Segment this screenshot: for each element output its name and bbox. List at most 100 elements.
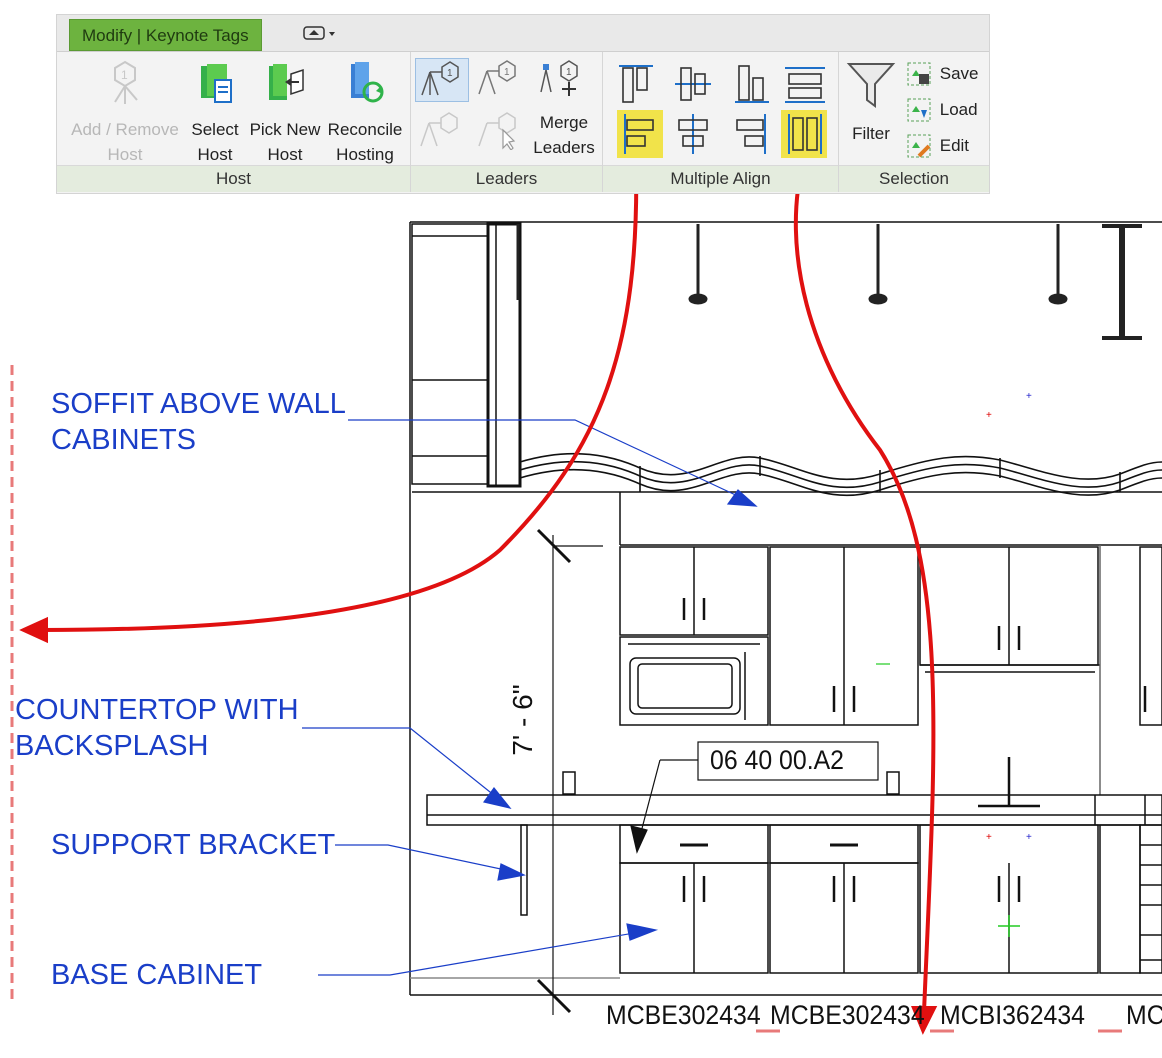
red-arrows [19,157,938,1035]
edit-selection-label: Edit [939,136,970,155]
note-support-bracket[interactable]: SUPPORT BRACKET [51,829,336,861]
panel-selection: Filter Save Load Edit [839,52,989,192]
add-remove-host-button[interactable]: 1 Add / Remove Host [65,60,185,167]
reconcile-hosting-label-2: Hosting [336,145,394,164]
cabinet-tag[interactable]: MCBE302434 [770,1000,925,1030]
reconcile-hosting-icon [351,62,384,103]
svg-text:1: 1 [447,68,453,79]
reconcile-hosting-button[interactable]: Reconcile Hosting [323,60,407,167]
align-left-icon [624,114,654,154]
svg-text:1: 1 [121,68,128,82]
select-host-label-1: Select [191,120,239,139]
keynote-tag-label[interactable]: 06 40 00.A2 [710,745,844,775]
svg-text:+: + [986,832,992,843]
height-dimension [536,528,603,1015]
load-selection-label: Load [939,100,978,119]
panel-multiple-align-title: Multiple Align [603,165,838,192]
load-selection-icon [907,98,931,122]
pick-new-host-icon [269,64,304,100]
leader-add-button[interactable]: 1 [415,58,469,102]
reference-markers: + + + + [876,391,1032,937]
filter-button[interactable]: Filter [843,60,899,146]
distribute-horizontal-icon [788,114,822,154]
note-leaders [302,419,758,976]
add-remove-host-icon: 1 [114,60,138,104]
leader-attach-button[interactable] [415,110,469,154]
ribbon-minimize-icon [303,26,335,40]
add-remove-host-label-2: Host [107,145,143,164]
leader-attach-icon [420,112,458,147]
edit-selection-button[interactable]: Edit [907,134,969,158]
ribbon-tab-bar: Modify | Keynote Tags [57,15,989,52]
leader-move-icon: 1 [540,60,578,96]
align-left-button[interactable] [617,110,663,158]
svg-text:+: + [1026,832,1032,843]
merge-leaders-label-2: Leaders [533,138,595,157]
align-center-button[interactable] [671,110,717,158]
select-host-button[interactable]: Select Host [183,60,247,167]
panel-host-title: Host [57,165,410,192]
reconcile-hosting-label-1: Reconcile [327,120,403,139]
align-bottom-button[interactable] [729,58,775,106]
keynote-tag-leader [630,741,879,854]
multiple-align-icons [619,65,825,154]
note-countertop-line1[interactable]: COUNTERTOP WITH [15,694,299,726]
panel-visibility-toggle[interactable] [303,25,337,44]
distribute-vertical-button[interactable] [781,58,827,106]
note-soffit-line2[interactable]: CABINETS [51,424,197,456]
svg-text:+: + [986,410,992,421]
align-center-icon [678,114,708,154]
pick-new-host-label-2: Host [267,145,303,164]
save-selection-label: Save [939,64,979,83]
panel-host: 1 Add / Remove Host Select Host [57,52,411,192]
pick-new-host-label-1: Pick New [249,120,321,139]
tab-modify-keynote-tags[interactable]: Modify | Keynote Tags [69,19,262,51]
save-selection-button[interactable]: Save [907,62,978,86]
distribute-vertical-icon [785,67,825,103]
leader-select-icon [478,112,516,151]
align-bottom-icon [735,65,769,103]
note-soffit-line1[interactable]: SOFFIT ABOVE WALL [51,388,346,420]
load-selection-button[interactable]: Load [907,98,978,122]
svg-text:1: 1 [566,67,572,78]
panel-selection-title: Selection [839,165,989,192]
align-middle-icon [675,67,711,101]
support-bracket [520,824,528,916]
save-selection-icon [907,62,931,86]
filter-funnel-icon [846,63,896,108]
align-right-icon [736,114,766,154]
merge-leaders-button[interactable]: Merge Leaders [531,110,597,160]
add-remove-host-label-1: Add / Remove [71,120,179,139]
base-cabinets [410,824,1162,979]
note-base-cabinet[interactable]: BASE CABINET [51,959,263,991]
panel-multiple-align: Multiple Align [603,52,839,192]
panel-leaders-title: Leaders [411,165,602,192]
cabinet-tag[interactable]: MC [1126,1000,1162,1030]
cabinet-tag[interactable]: MCBI362434 [940,1000,1086,1030]
select-host-icon [201,64,232,103]
pick-new-host-button[interactable]: Pick New Host [247,60,323,167]
wavy-soffit [519,452,1162,497]
distribute-horizontal-button[interactable] [781,110,827,158]
wall-cabinets [619,545,1162,795]
cabinet-tag[interactable]: MCBE302434 [606,1000,761,1030]
leader-add-icon: 1 [421,61,459,96]
svg-text:+: + [1026,391,1032,402]
note-countertop-line2[interactable]: BACKSPLASH [15,730,209,762]
panel-leaders: 1 1 1 [411,52,603,192]
select-host-label-2: Host [197,145,233,164]
svg-text:1: 1 [504,67,510,78]
filter-label: Filter [852,124,890,143]
align-middle-button[interactable] [671,58,717,106]
ribbon: Modify | Keynote Tags 1 Add / Remove Hos… [56,14,990,194]
leader-select-button[interactable] [473,110,527,154]
dimension-text[interactable]: 7' - 6" [507,684,538,756]
elevation-frame [409,221,1162,996]
align-right-button[interactable] [729,110,775,158]
leader-move-button[interactable]: 1 [535,58,589,102]
edit-selection-icon [907,134,931,158]
align-top-icon [619,65,653,103]
align-top-button[interactable] [615,58,661,106]
leader-remove-button[interactable]: 1 [473,58,527,102]
